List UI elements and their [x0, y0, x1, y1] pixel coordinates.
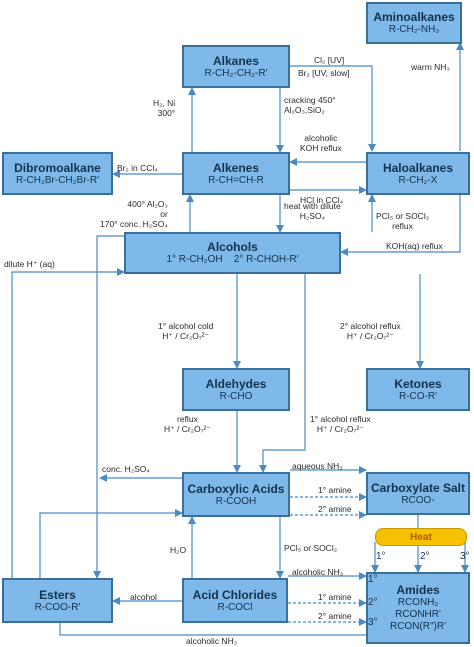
- label-h2-ni: H₂, Ni 300°: [153, 98, 176, 118]
- label-h2o: H₂O: [170, 545, 187, 555]
- acid-chlorides-title: Acid Chlorides: [192, 587, 278, 602]
- carboxylic-acids-title: Carboxylic Acids: [187, 481, 285, 496]
- carboxylate-salt-title: Carboxylate Salt: [370, 480, 466, 495]
- alkenes-box: Alkenes R-CH=CH-R: [182, 152, 290, 195]
- label-alcoholic-nh3-mid: alcoholic NH₃: [292, 567, 344, 577]
- dibromoalkane-box: Dibromoalkane R-CH₂Br-CH₂Br-R': [2, 152, 113, 195]
- label-br2-ccl4: Br₂ in CCl₄: [117, 163, 158, 173]
- label-alcohol: alcohol: [130, 592, 157, 602]
- alcohols-box: Alcohols 1° R-CH₂OH 2° R-CHOH-R': [124, 232, 341, 274]
- label-koh-aq: KOH(aq) reflux: [386, 241, 443, 251]
- alkenes-title: Alkenes: [212, 160, 260, 175]
- label-pcl5-socl2: PCl₅ or SOCl₂: [284, 543, 338, 553]
- aldehydes-box: Aldehydes R-CHO: [182, 368, 290, 411]
- label-1-amine-top: 1° amine: [318, 485, 352, 495]
- label-br2-uv: Br₂ [UV, slow]: [298, 68, 350, 78]
- label-aqueous-nh3: aqueous NH₃: [292, 461, 343, 471]
- esters-title: Esters: [39, 587, 76, 602]
- heat-degree-2: 2°: [420, 551, 430, 562]
- acid-chlorides-box: Acid Chlorides R-COCl: [182, 578, 288, 623]
- label-alcoholic-koh: alcoholic KOH reflux: [300, 133, 342, 153]
- label-primary-cold: 1° alcohol cold H⁺ / Cr₂O₇²⁻: [158, 321, 214, 341]
- carboxylic-acids-formula: R-COOH: [215, 495, 257, 507]
- esters-formula: R-COO-R': [34, 601, 81, 613]
- alkanes-box: Alkanes R-CH₂-CH₂-R': [182, 45, 290, 88]
- label-cl2-uv: Cl₂ [UV]: [314, 55, 345, 65]
- aminoalkanes-box: Aminoalkanes R-CH₂-NH₂: [366, 2, 462, 44]
- aminoalkanes-formula: R-CH₂-NH₂: [388, 24, 440, 35]
- heat-degree-1: 1°: [376, 551, 386, 562]
- amides-title: Amides: [396, 583, 440, 597]
- amide-degree-3: 3°: [368, 617, 378, 628]
- ketones-formula: R-CO-R': [398, 390, 437, 402]
- label-cracking: cracking 450° Al₂O₃,SiO₂: [284, 95, 336, 115]
- amides-box: Amides RCONH₂ RCONHR' RCON(R")R': [366, 572, 470, 644]
- dibromoalkane-formula: R-CH₂Br-CH₂Br-R': [16, 174, 99, 186]
- label-secondary-reflux: 2° alcohol reflux H⁺ / Cr₂O₇²⁻: [340, 321, 401, 341]
- label-conc-h2so4: conc. H₂SO₄: [102, 464, 150, 474]
- label-pcl5-reflux: PCl₅ or SOCl₂ reflux: [376, 211, 430, 231]
- amides-formula: RCONH₂ RCONHR' RCON(R")R': [389, 597, 446, 632]
- label-hydration: heat with dilute H₂SO₄: [284, 201, 341, 221]
- aldehydes-title: Aldehydes: [205, 376, 267, 391]
- dibromoalkane-title: Dibromoalkane: [14, 160, 101, 175]
- alkanes-formula: R-CH₂-CH₂-R': [204, 67, 268, 79]
- label-2-amine-top: 2° amine: [318, 504, 352, 514]
- carboxylic-acids-box: Carboxylic Acids R-COOH: [182, 472, 290, 517]
- alcohols-title: Alcohols: [207, 240, 258, 254]
- acid-chlorides-formula: R-COCl: [217, 601, 253, 613]
- alcohols-formula: 1° R-CH₂OH 2° R-CHOH-R': [166, 254, 299, 265]
- heat-degree-3: 3°: [460, 551, 470, 562]
- haloalkanes-title: Haloalkanes: [382, 160, 454, 175]
- amide-degree-1: 1°: [368, 574, 378, 585]
- carboxylate-salt-box: Carboxylate Salt RCOO-: [366, 472, 470, 515]
- aldehydes-formula: R-CHO: [219, 390, 253, 402]
- ketones-box: Ketones R-CO-R': [366, 368, 470, 411]
- heat-label: Heat: [375, 528, 467, 546]
- label-hcl-ccl4: HCl in CCl₄: [300, 195, 344, 205]
- label-alcoholic-nh3-bot: alcoholic NH₃: [186, 636, 238, 646]
- haloalkanes-box: Haloalkanes R-CH₂-X: [366, 152, 470, 195]
- label-1-amine-bot: 1° amine: [318, 592, 352, 602]
- carboxylate-salt-formula: RCOO-: [401, 494, 435, 506]
- label-2-amine-bot: 2° amine: [318, 611, 352, 621]
- label-warm-nh3: warm NH₃: [411, 62, 450, 72]
- amide-degree-2: 2°: [368, 597, 378, 608]
- alkanes-title: Alkanes: [212, 53, 260, 68]
- label-dehydration: 400° Al₂O₃ or 170° conc. H₂SO₄: [100, 199, 168, 229]
- label-aldehyde-reflux: reflux H⁺ / Cr₂O₇²⁻: [164, 414, 211, 434]
- ketones-title: Ketones: [394, 376, 442, 391]
- label-primary-reflux: 1° alcohol reflux H⁺ / Cr₂O₇²⁻: [310, 414, 371, 434]
- aminoalkanes-title: Aminoalkanes: [373, 10, 455, 24]
- label-dilute-h: dilute H⁺ (aq): [4, 259, 55, 269]
- alkenes-formula: R-CH=CH-R: [208, 174, 264, 186]
- haloalkanes-formula: R-CH₂-X: [398, 174, 438, 186]
- esters-box: Esters R-COO-R': [2, 578, 113, 623]
